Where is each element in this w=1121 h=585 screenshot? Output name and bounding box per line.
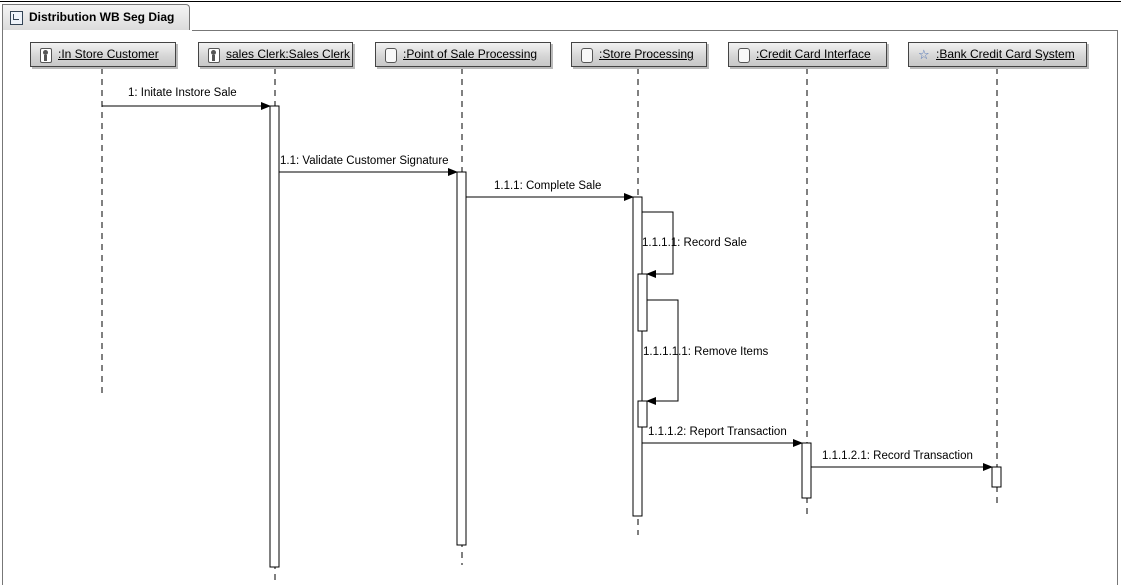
lifeline-header-credit-card-interface[interactable]: :Credit Card Interface — [728, 42, 887, 67]
message-label-1-1-1-1[interactable]: 1.1.1.1: Record Sale — [642, 237, 747, 249]
lifeline-label: :Store Processing — [599, 47, 694, 61]
diagram-icon — [10, 11, 23, 25]
lifeline-label: :Credit Card Interface — [756, 47, 871, 61]
activation-point-of-sale — [456, 171, 467, 546]
frame-left-border — [2, 30, 3, 585]
object-icon — [581, 48, 593, 63]
diagram-tab[interactable]: Distribution WB Seg Diag — [2, 4, 190, 30]
frame-right-border — [1117, 30, 1118, 585]
activation-record-sale — [637, 273, 648, 332]
activation-sales-clerk — [269, 105, 280, 568]
message-arrow-1-1-1-1 — [642, 211, 674, 278]
message-label-1-1-1-1-1[interactable]: 1.1.1.1.1: Remove Items — [643, 346, 769, 358]
person-icon — [208, 48, 220, 63]
message-label-1-1[interactable]: 1.1: Validate Customer Signature — [280, 155, 449, 167]
lifeline-header-sales-clerk[interactable]: sales Clerk:Sales Clerk — [198, 42, 353, 67]
message-label-1-1-1-2-1[interactable]: 1.1.1.2.1: Record Transaction — [822, 450, 973, 462]
activation-store-processing — [632, 196, 643, 517]
person-icon — [40, 48, 52, 63]
window-top-border — [0, 1, 1121, 2]
object-icon — [738, 48, 750, 63]
object-icon — [385, 48, 397, 63]
lifeline-label: :Point of Sale Processing — [403, 47, 538, 61]
lifeline-header-in-store-customer[interactable]: :In Store Customer — [30, 42, 176, 67]
lifeline-header-point-of-sale[interactable]: :Point of Sale Processing — [375, 42, 551, 67]
actor-icon: ☆ — [918, 47, 930, 62]
lifeline-label: sales Clerk:Sales Clerk — [226, 47, 351, 61]
diagram-title: Distribution WB Seg Diag — [29, 10, 175, 24]
activation-bank-system — [991, 466, 1002, 488]
message-label-1-1-1-2[interactable]: 1.1.1.2: Report Transaction — [648, 426, 787, 438]
lifeline-label: :In Store Customer — [58, 47, 159, 61]
activation-remove-items — [637, 400, 648, 428]
lifeline-header-store-processing[interactable]: :Store Processing — [571, 42, 707, 67]
activation-credit-card-interface — [801, 442, 812, 499]
lifeline-label: :Bank Credit Card System — [936, 47, 1075, 61]
message-label-1-1-1[interactable]: 1.1.1: Complete Sale — [494, 180, 602, 192]
message-label-1[interactable]: 1: Initate Instore Sale — [128, 87, 237, 99]
message-arrow-1-1-1-1-1 — [646, 299, 679, 405]
lifeline-header-bank-credit-card-system[interactable]: ☆ :Bank Credit Card System — [908, 42, 1087, 67]
frame-top-border — [192, 30, 1117, 31]
